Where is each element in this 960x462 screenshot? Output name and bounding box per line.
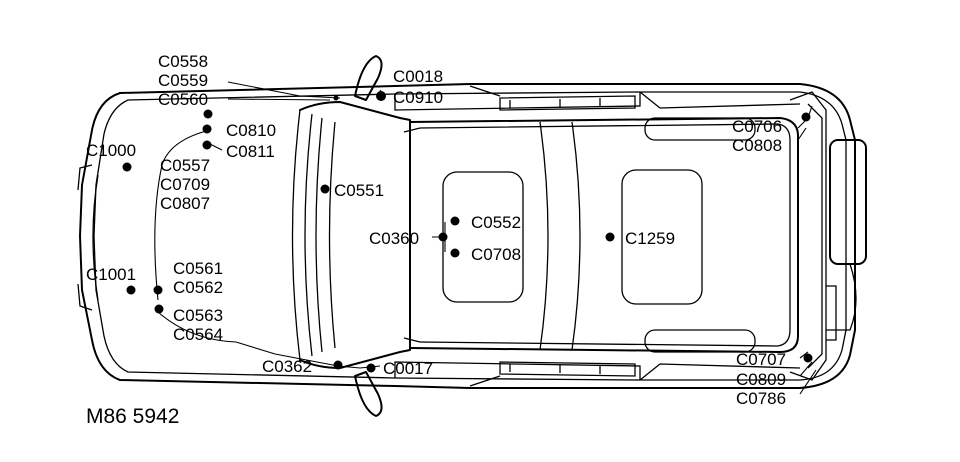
diagram-reference-number: M86 5942 [86,405,179,428]
label-c0017: C0017 [383,359,433,378]
label-c0809: C0809 [736,370,786,389]
label-c0551: C0551 [334,181,384,200]
label-c0910: C0910 [393,88,443,107]
label-c1000: C1000 [86,141,136,160]
label-c0360: C0360 [369,229,419,248]
c0706-marker[interactable] [801,112,811,122]
label-c0362: C0362 [262,357,312,376]
label-c0018: C0018 [393,67,443,86]
c0707-marker[interactable] [803,353,813,363]
label-c0563: C0563 [173,306,223,325]
label-c1001: C1001 [86,265,136,284]
c0811-marker[interactable] [202,140,212,150]
label-c0706: C0706 [732,117,782,136]
connector-markers [122,91,813,373]
label-c0564: C0564 [173,325,223,344]
c1000-marker[interactable] [122,162,132,172]
vehicle-body-outline [77,55,867,417]
c0563-marker[interactable] [154,304,164,314]
label-c0786: C0786 [736,389,786,408]
c0558-marker[interactable] [333,95,339,101]
label-c0808: C0808 [732,136,782,155]
c0017-marker[interactable] [366,363,376,373]
label-c0558: C0558 [158,52,208,71]
label-c0807: C0807 [160,194,210,213]
c0552-marker[interactable] [450,216,460,226]
c0708-marker[interactable] [450,248,460,258]
c0810-marker[interactable] [202,124,212,134]
label-c0557: C0557 [160,156,210,175]
c1001-marker[interactable] [126,285,136,295]
label-c0559: C0559 [158,71,208,90]
label-c0707: C0707 [736,350,786,369]
label-c0560: C0560 [158,90,208,109]
c1259-marker[interactable] [605,232,615,242]
c0551-marker[interactable] [320,184,330,194]
label-c0811: C0811 [226,142,275,161]
label-c0562: C0562 [173,278,223,297]
c0362-marker[interactable] [333,360,343,370]
connector-labels: C0558 C0559 C0560 C0018 C0910 C0810 C081… [86,52,786,408]
c0910-marker[interactable] [376,91,386,101]
label-c0561: C0561 [173,259,223,278]
label-c0552: C0552 [471,213,521,232]
c0557-marker[interactable] [203,109,213,119]
label-c0708: C0708 [471,245,521,264]
label-c0810: C0810 [226,121,276,140]
label-c1259: C1259 [625,229,675,248]
c0360-marker[interactable] [438,232,448,242]
label-c0709: C0709 [160,175,210,194]
c0561-marker[interactable] [153,285,163,295]
